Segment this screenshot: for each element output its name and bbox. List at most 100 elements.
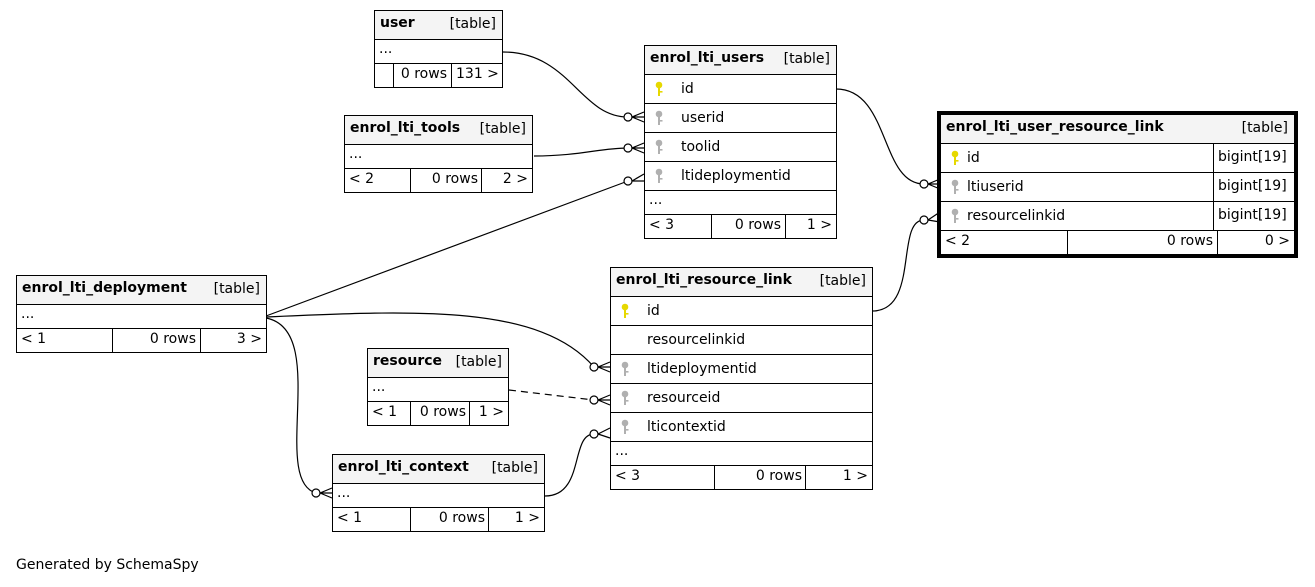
primary-key-icon	[621, 303, 629, 318]
column-row[interactable]: ltideploymentid	[611, 355, 872, 384]
table-header: enrol_lti_deployment [table]	[17, 276, 266, 305]
table-footer: < 3 0 rows 1 >	[611, 466, 872, 489]
table-tag: [table]	[819, 273, 866, 289]
more-columns: ...	[375, 40, 502, 64]
table-resource[interactable]: resource [table] ... < 1 0 rows 1 >	[367, 348, 509, 426]
table-enrol-lti-user-resource-link[interactable]: enrol_lti_user_resource_link [table] id …	[937, 111, 1298, 258]
foreign-key-icon	[951, 179, 959, 194]
column-row[interactable]: userid	[645, 104, 836, 133]
column-row[interactable]: resourcelinkid	[611, 326, 872, 355]
column-name: ltiuserid	[967, 179, 1024, 195]
ellipsis-text: ...	[615, 443, 629, 459]
crowfoot	[631, 142, 645, 154]
column-row[interactable]: ltiuserid bigint[19]	[941, 173, 1294, 202]
column-row[interactable]: id	[645, 75, 836, 104]
row-count: 0 rows	[1067, 231, 1217, 254]
children-link[interactable]: 2 >	[481, 169, 532, 192]
column-name: toolid	[681, 139, 721, 155]
table-enrol-lti-users[interactable]: enrol_lti_users [table] id userid toolid…	[644, 45, 837, 239]
table-header: enrol_lti_resource_link [table]	[611, 268, 872, 297]
column-row[interactable]: id	[611, 297, 872, 326]
table-user[interactable]: user [table] ... 0 rows 131 >	[374, 10, 503, 88]
column-row[interactable]: resourcelinkid bigint[19]	[941, 202, 1294, 231]
column-row[interactable]: lticontextid	[611, 413, 872, 442]
children-link[interactable]: 1 >	[488, 508, 544, 531]
table-enrol-lti-context[interactable]: enrol_lti_context [table] ... < 1 0 rows…	[332, 454, 545, 532]
foreign-key-icon	[951, 208, 959, 223]
table-footer: < 2 0 rows 0 >	[941, 231, 1294, 254]
parents-link[interactable]: < 1	[372, 404, 398, 420]
children-link[interactable]: 1 >	[469, 402, 508, 425]
table-tag: [table]	[1241, 120, 1288, 136]
column-type: bigint[19]	[1213, 173, 1294, 201]
row-count: 0 rows	[714, 466, 806, 489]
parents-link[interactable]: < 2	[349, 171, 375, 187]
table-header: enrol_lti_users [table]	[645, 46, 836, 75]
edge-end-circle	[589, 429, 599, 439]
parents-link[interactable]: < 3	[649, 217, 675, 233]
table-tag: [table]	[213, 281, 260, 297]
table-footer: < 2 0 rows 2 >	[345, 169, 532, 192]
more-columns: ...	[345, 145, 532, 169]
row-count: 0 rows	[393, 64, 451, 87]
table-tag: [table]	[491, 460, 538, 476]
edge-user-to-users	[502, 51, 629, 118]
edge-end-circle	[919, 179, 929, 189]
table-name: enrol_lti_user_resource_link	[946, 119, 1164, 135]
table-header: enrol_lti_context [table]	[333, 455, 544, 484]
table-enrol-lti-deployment[interactable]: enrol_lti_deployment [table] ... < 1 0 r…	[16, 275, 267, 353]
table-tag: [table]	[783, 51, 830, 67]
generated-by-label: Generated by SchemaSpy	[16, 557, 199, 573]
table-enrol-lti-tools[interactable]: enrol_lti_tools [table] ... < 2 0 rows 2…	[344, 115, 533, 193]
column-row[interactable]: toolid	[645, 133, 836, 162]
ellipsis-text: ...	[372, 379, 386, 395]
foreign-key-icon	[621, 419, 629, 434]
foreign-key-icon	[621, 390, 629, 405]
edge-resource-to-rlink	[508, 389, 595, 401]
crowfoot	[597, 361, 611, 373]
primary-key-icon	[655, 81, 663, 96]
table-name: user	[380, 15, 415, 31]
table-name: resource	[373, 353, 443, 369]
column-row[interactable]: resourceid	[611, 384, 872, 413]
table-name: enrol_lti_context	[338, 459, 469, 475]
column-row[interactable]: id bigint[19]	[941, 144, 1294, 173]
parents-link[interactable]: < 3	[615, 468, 641, 484]
edge-context-to-rlink	[544, 433, 595, 497]
children-link[interactable]: 131 >	[451, 64, 502, 87]
row-count: 0 rows	[410, 402, 470, 425]
ellipsis-text: ...	[649, 192, 663, 208]
table-header: user [table]	[375, 11, 502, 40]
parents-link[interactable]	[375, 64, 393, 87]
column-type: bigint[19]	[1213, 202, 1294, 230]
table-header: enrol_lti_user_resource_link [table]	[941, 115, 1294, 144]
parents-link[interactable]: < 1	[337, 510, 363, 526]
table-footer: < 3 0 rows 1 >	[645, 215, 836, 238]
more-columns: ...	[611, 442, 872, 466]
table-enrol-lti-resource-link[interactable]: enrol_lti_resource_link [table] id resou…	[610, 267, 873, 490]
crowfoot	[631, 173, 645, 182]
parents-link[interactable]: < 2	[945, 233, 971, 249]
ellipsis-text: ...	[337, 485, 351, 501]
primary-key-icon	[951, 150, 959, 165]
children-link[interactable]: 0 >	[1217, 231, 1294, 254]
foreign-key-icon	[655, 139, 663, 154]
more-columns: ...	[645, 191, 836, 215]
children-link[interactable]: 1 >	[805, 466, 872, 489]
table-header: enrol_lti_tools [table]	[345, 116, 532, 145]
row-count: 0 rows	[410, 508, 489, 531]
children-link[interactable]: 3 >	[200, 329, 266, 352]
parents-link[interactable]: < 1	[21, 331, 47, 347]
ellipsis-text: ...	[21, 306, 35, 322]
crowfoot	[631, 111, 645, 123]
column-row[interactable]: ltideploymentid	[645, 162, 836, 191]
column-name: id	[647, 303, 660, 319]
edge-deployment-to-context	[265, 317, 317, 494]
column-name: ltideploymentid	[681, 168, 791, 184]
children-link[interactable]: 1 >	[785, 215, 836, 238]
table-footer: 0 rows 131 >	[375, 64, 502, 87]
row-count: 0 rows	[711, 215, 785, 238]
edge-end-circle	[919, 215, 929, 225]
edge-deployment-to-rlink	[265, 312, 595, 368]
